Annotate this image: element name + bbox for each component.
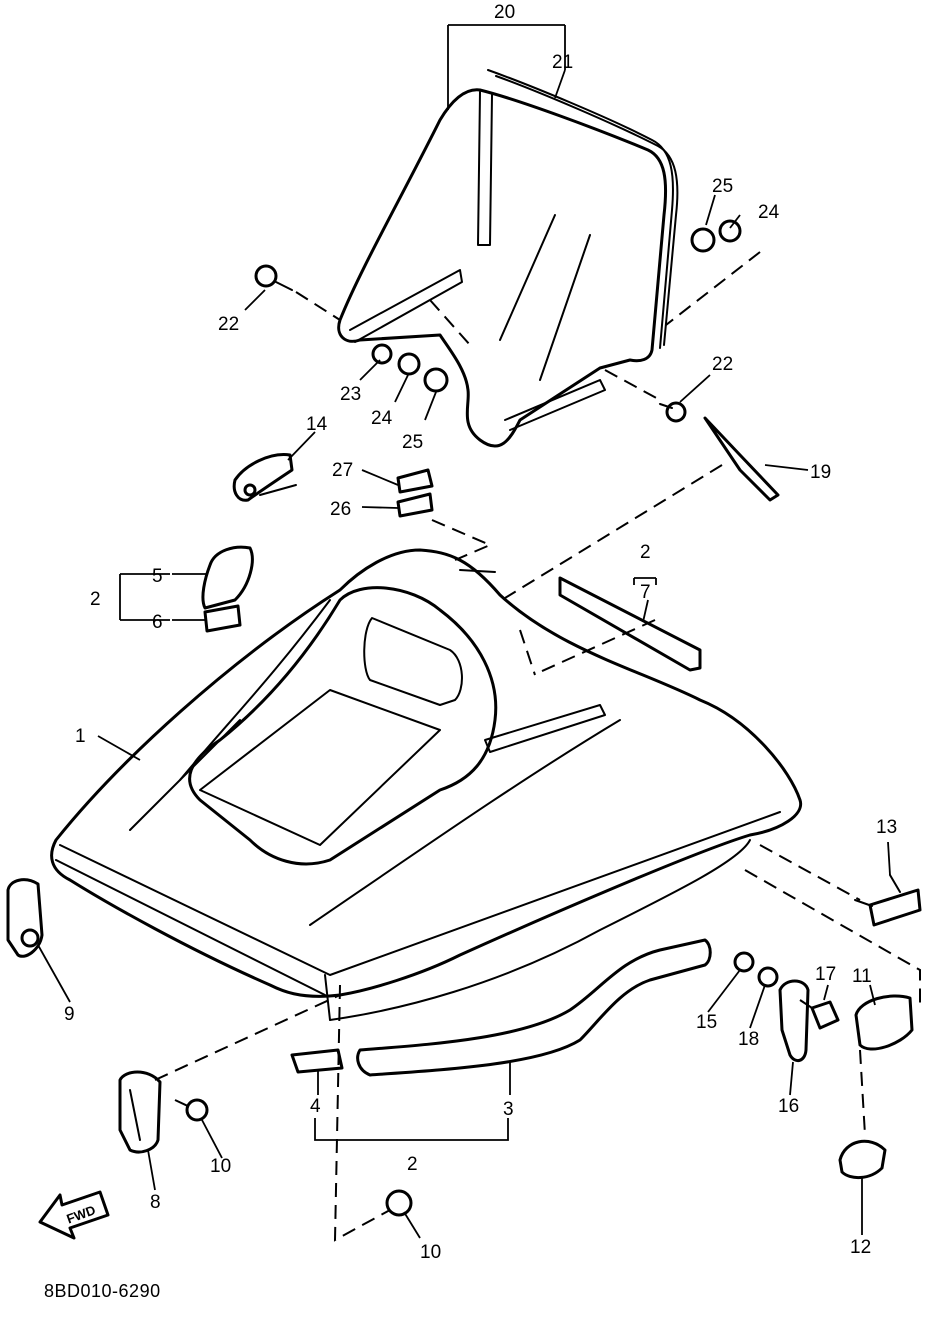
- label-24-lower: 24: [371, 408, 393, 429]
- label-25-lower: 25: [402, 432, 423, 453]
- label-26: 26: [330, 499, 351, 520]
- label-12: 12: [850, 1237, 871, 1258]
- label-17: 17: [815, 964, 836, 985]
- label-23: 23: [340, 384, 361, 405]
- label-24-upper: 24: [758, 202, 780, 223]
- pad-6: [203, 604, 242, 633]
- grommet-10a: [185, 1098, 209, 1122]
- leader-lines: [37, 24, 891, 1239]
- label-2-right: 2: [640, 542, 651, 563]
- label-19: 19: [810, 462, 831, 483]
- label-22-left: 22: [218, 314, 239, 335]
- label-25-upper: 25: [712, 176, 733, 197]
- strip-7: [558, 576, 702, 672]
- label-21: 21: [552, 52, 573, 73]
- label-14: 14: [306, 414, 328, 435]
- fasteners-upper: [254, 219, 742, 423]
- label-1: 1: [75, 726, 86, 747]
- sticker-19: [703, 416, 780, 502]
- label-10-bottom: 10: [420, 1242, 441, 1263]
- part-12: [838, 1139, 887, 1179]
- label-20: 20: [494, 2, 515, 23]
- label-16: 16: [778, 1096, 799, 1117]
- label-4: 4: [310, 1096, 321, 1117]
- label-27: 27: [332, 460, 353, 481]
- label-15: 15: [696, 1012, 717, 1033]
- side-rail: [356, 938, 712, 1077]
- label-9: 9: [64, 1004, 75, 1025]
- part-11: [854, 994, 914, 1051]
- knob-13: [854, 874, 922, 927]
- part-labels: 20 21 25 24 22 23 24 25 22 14 19 27 26 5…: [64, 2, 897, 1263]
- label-2-bottom: 2: [407, 1154, 418, 1175]
- lever-16: [778, 979, 810, 1063]
- label-8: 8: [150, 1192, 161, 1213]
- label-6: 6: [152, 612, 163, 633]
- label-5: 5: [152, 566, 163, 587]
- part-17: [810, 1000, 840, 1030]
- fwd-arrow: FWD: [38, 1190, 110, 1240]
- label-11: 11: [852, 966, 872, 987]
- label-2-left: 2: [90, 589, 101, 610]
- label-10-left: 10: [210, 1156, 231, 1177]
- pad-5: [201, 545, 254, 610]
- hood-cowl: [50, 548, 803, 1021]
- windshield: [337, 69, 679, 448]
- label-13: 13: [876, 817, 897, 838]
- bracket-9: [6, 878, 44, 958]
- bracket-8: [118, 1070, 162, 1154]
- diagram-code: 8BD010-6290: [44, 1281, 161, 1301]
- pad-4: [290, 1048, 344, 1074]
- label-22-right: 22: [712, 354, 733, 375]
- label-3: 3: [503, 1099, 514, 1120]
- assembly-lines: [154, 251, 921, 1242]
- pad-26: [396, 492, 434, 518]
- part-15: [733, 951, 755, 973]
- label-7: 7: [640, 582, 651, 603]
- bracket-14: [232, 453, 297, 502]
- label-18: 18: [738, 1029, 759, 1050]
- part-18: [757, 966, 779, 988]
- pad-27: [396, 468, 434, 494]
- grommet-10b: [385, 1189, 413, 1217]
